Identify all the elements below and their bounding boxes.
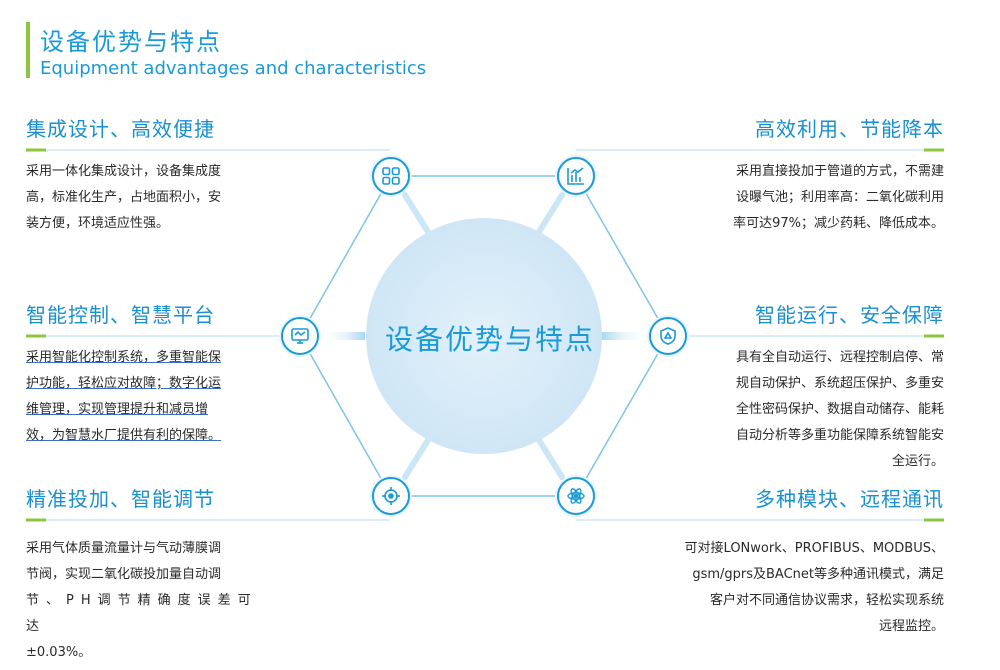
bar-chart-icon xyxy=(567,167,584,185)
feature-title-multi-module: 多种模块、远程通讯 xyxy=(755,487,944,511)
feature-title-precise-dosing: 精准投加、智能调节 xyxy=(26,487,215,511)
node-precise-dosing xyxy=(372,477,410,515)
glow-spoke xyxy=(534,192,565,238)
node-multi-module xyxy=(557,477,595,515)
node-safe-operation xyxy=(649,317,687,355)
node-integrated xyxy=(372,157,410,195)
monitor-icon xyxy=(291,328,309,344)
feature-desc-safe-operation: 具有全自动运行、远程控制启停、常 规自动保护、系统超压保护、多重安 全性密码保护… xyxy=(735,350,944,469)
target-icon xyxy=(382,487,400,505)
glow-spoke xyxy=(320,332,365,340)
feature-title-efficient-use: 高效利用、节能降本 xyxy=(755,117,944,141)
page-title: 设备优势与特点 xyxy=(40,28,222,56)
center-label: 设备优势与特点 xyxy=(384,323,595,356)
node-smart-control xyxy=(281,317,319,355)
grid-icon xyxy=(382,167,400,185)
shield-icon xyxy=(660,327,676,345)
glow-spoke xyxy=(534,434,565,480)
feature-desc-efficient-use: 采用直接投加于管道的方式，不需建 设曝气池；利用率高：二氧化碳利用 率可达97%… xyxy=(733,164,944,231)
feature-title-smart-control: 智能控制、智慧平台 xyxy=(26,303,215,327)
atom-icon xyxy=(567,488,585,504)
glow-spoke xyxy=(602,332,647,340)
feature-desc-integrated: 采用一体化集成设计，设备集成度 高，标准化生产，占地面积小，安 装方便，环境适应… xyxy=(26,164,222,231)
title-accent-bar xyxy=(26,22,30,78)
glow-spoke xyxy=(402,434,433,480)
feature-title-integrated: 集成设计、高效便捷 xyxy=(26,117,215,141)
feature-desc-multi-module: 可对接LONwork、PROFIBUS、MODBUS、 gsm/gprs及BAC… xyxy=(684,541,944,634)
feature-desc-precise-dosing: 采用气体质量流量计与气动薄膜调 节阀，实现二氧化碳投加量自动调 节、PH调节精确… xyxy=(26,541,258,660)
glow-spoke xyxy=(402,192,433,238)
feature-title-safe-operation: 智能运行、安全保障 xyxy=(755,303,944,327)
center-circle xyxy=(366,218,602,454)
node-efficient-use xyxy=(557,157,595,195)
page-subtitle: Equipment advantages and characteristics xyxy=(40,58,427,79)
feature-desc-smart-control: 采用智能化控制系统，多重智能保 护功能，轻松应对故障；数字化运 维管理，实现管理… xyxy=(26,350,222,443)
